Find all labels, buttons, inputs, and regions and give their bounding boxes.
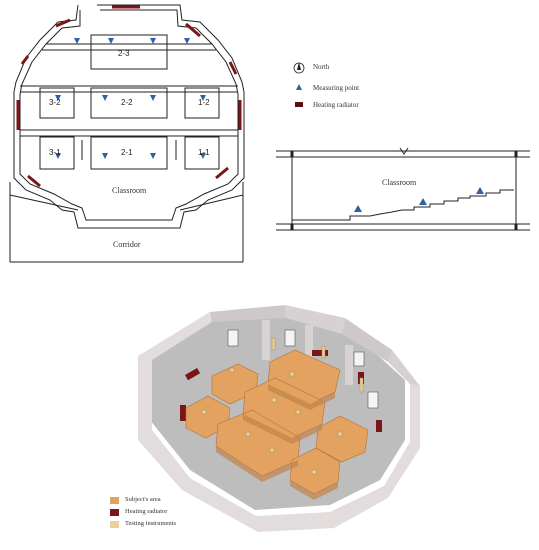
room-label-2-1: 2-1 (121, 148, 133, 157)
corridor-label: Corridor (113, 240, 141, 249)
plan-radiators (16, 5, 242, 188)
plan-measuring-points (55, 38, 206, 159)
room-label-2-3: 2-3 (118, 49, 130, 58)
room-label-1-1: 1-1 (198, 148, 210, 157)
room-label-3-1: 3-1 (49, 148, 61, 157)
section-classroom-label: Classroom (382, 178, 417, 187)
legend-subjects-area-label: Subject's area (125, 496, 161, 503)
room-label-2-2: 2-2 (121, 98, 133, 107)
legend-testing-instruments-swatch (110, 521, 119, 528)
legend-subjects-area-swatch (110, 497, 119, 504)
legend-measuring-point-label: Measuring point (313, 84, 360, 92)
room-label-3-2: 3-2 (49, 98, 61, 107)
legend-testing-instruments-label: Testing instruments (125, 520, 177, 527)
room-label-1-2: 1-2 (198, 98, 210, 107)
legend-render-radiator-label: Heating radiator (125, 508, 168, 515)
plan-classroom-label: Classroom (112, 186, 147, 195)
legend-north-label: North (313, 63, 330, 71)
legend-render-radiator-swatch (110, 509, 119, 516)
legend-heating-radiator-label: Heating radiator (313, 101, 359, 109)
